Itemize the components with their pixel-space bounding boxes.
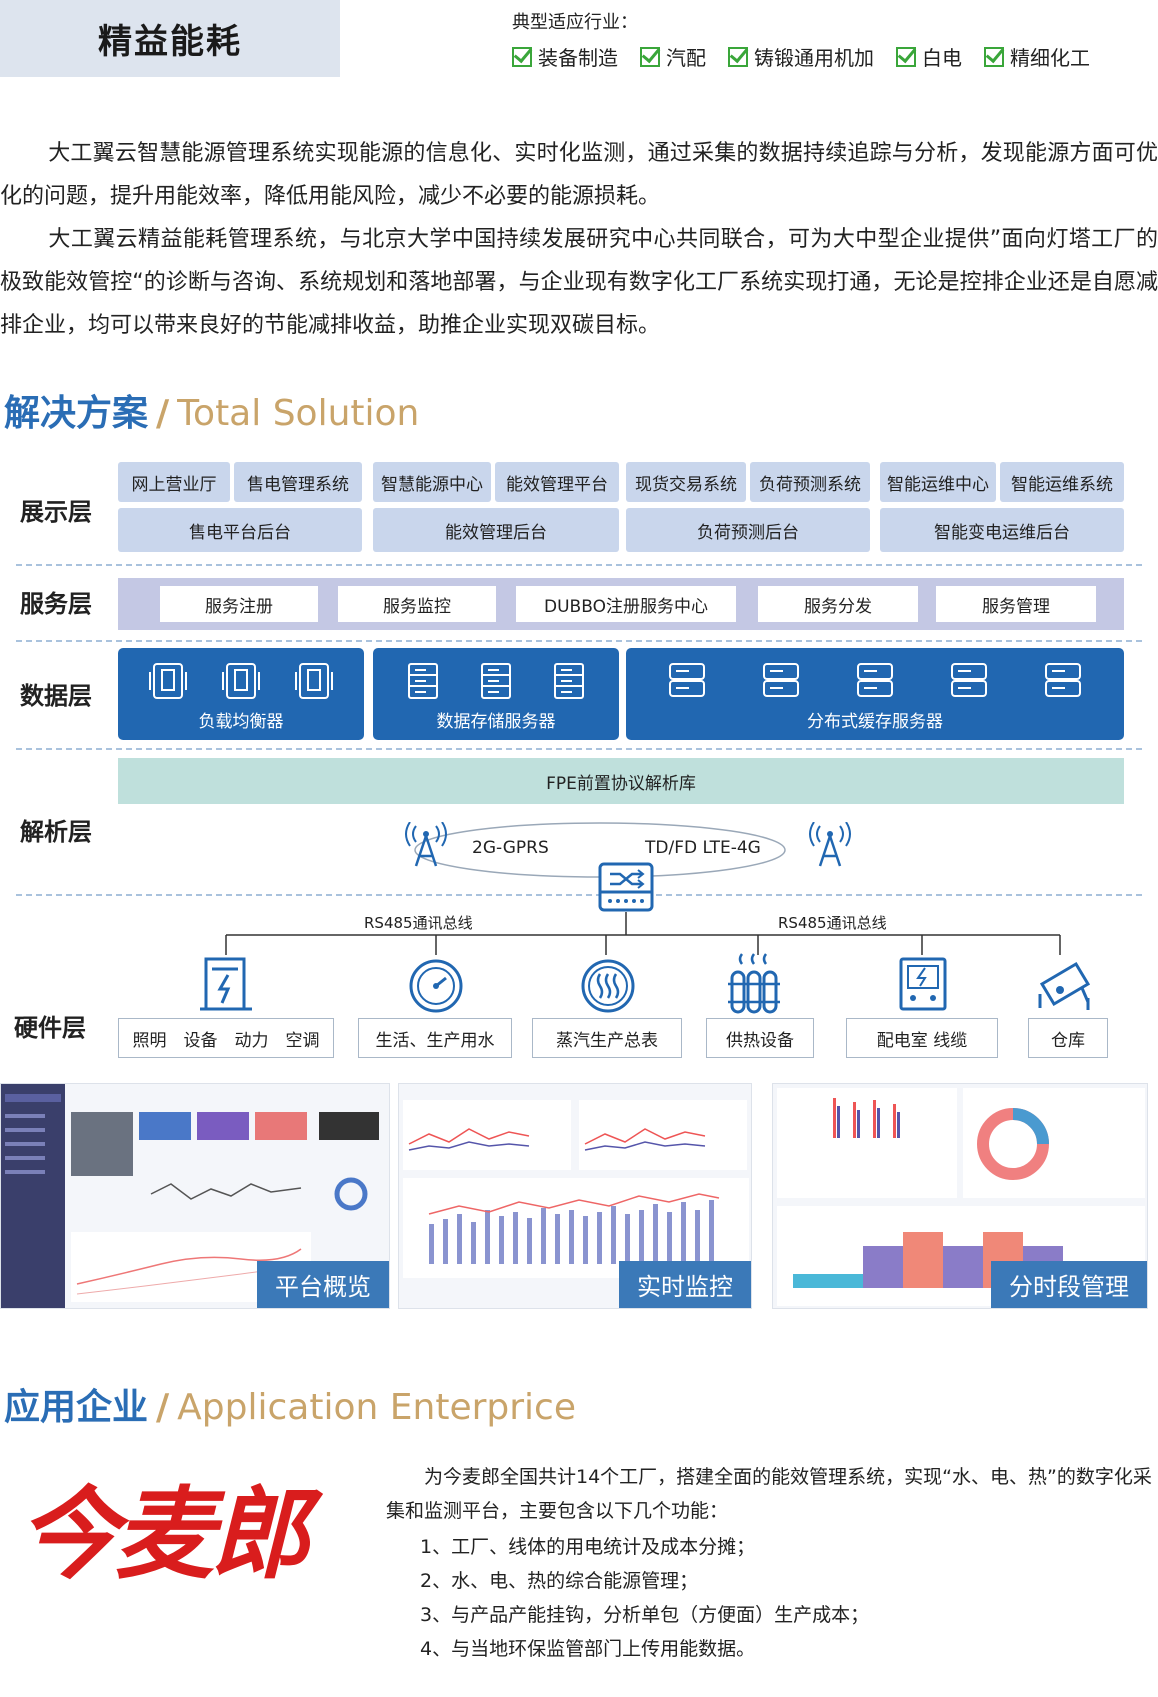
layer-label-data: 数据层 bbox=[20, 682, 92, 710]
storage-server-icon bbox=[480, 663, 511, 699]
screenshot-caption: 平台概览 bbox=[257, 1261, 389, 1308]
display-item: 售电管理系统 bbox=[234, 462, 362, 502]
load-balancer-icon bbox=[294, 663, 333, 699]
bus-label: RS485通讯总线 bbox=[364, 914, 473, 932]
service-item: 服务管理 bbox=[936, 586, 1096, 622]
hardware-item: 供热设备 bbox=[706, 1018, 814, 1058]
enterprise-item: 4、与当地环保监管部门上传用能数据。 bbox=[420, 1638, 756, 1660]
intro-paragraph-2: 大工翼云精益能耗管理系统，与北京大学中国持续发展研究中心共同联合，可为大中型企业… bbox=[0, 227, 1158, 338]
check-icon bbox=[728, 46, 748, 67]
display-item: 能效管理平台 bbox=[495, 462, 619, 502]
divider bbox=[16, 894, 1142, 896]
network-label-2g: 2G-GPRS bbox=[472, 838, 549, 858]
service-item: 服务注册 bbox=[160, 586, 318, 622]
hardware-item: 配电室 线缆 bbox=[846, 1018, 998, 1058]
enterprise-item: 1、工厂、线体的用电统计及成本分摊； bbox=[420, 1536, 756, 1558]
divider bbox=[16, 564, 1142, 566]
page-title-box: 精益能耗 bbox=[0, 0, 340, 77]
cache-server-icon bbox=[951, 663, 987, 697]
industry-item: 精细化工 bbox=[984, 42, 1090, 71]
enterprise-heading: 应用企业/Application Enterprice bbox=[4, 1387, 576, 1428]
switch-icon bbox=[598, 862, 654, 912]
check-icon bbox=[512, 46, 532, 67]
service-item: 服务监控 bbox=[338, 586, 496, 622]
cache-server-icon bbox=[669, 663, 705, 697]
monitor-thumbnail bbox=[403, 1100, 749, 1278]
enterprise-item: 2、水、电、热的综合能源管理； bbox=[420, 1570, 699, 1592]
check-icon bbox=[640, 46, 660, 67]
load-balancer-box: 负载均衡器 bbox=[118, 648, 364, 740]
screenshot-time-period: 分时段管理 bbox=[772, 1083, 1148, 1309]
display-item: 网上营业厅 bbox=[118, 462, 230, 502]
antenna-icon bbox=[809, 822, 851, 867]
industry-label: 典型适应行业： bbox=[512, 12, 638, 33]
cache-server-icon bbox=[763, 663, 799, 697]
steam-meter-icon bbox=[581, 959, 635, 1013]
charger-icon bbox=[200, 957, 252, 1011]
intro-paragraph-1: 大工翼云智慧能源管理系统实现能源的信息化、实时化监测，通过采集的数据持续追踪与分… bbox=[0, 141, 1158, 209]
cache-server-box: 分布式缓存服务器 bbox=[626, 648, 1124, 740]
bus-label: RS485通讯总线 bbox=[778, 914, 887, 932]
cache-server-icon bbox=[1045, 663, 1081, 697]
layer-label-parse: 解析层 bbox=[20, 818, 92, 846]
display-backend: 智能变电运维后台 bbox=[880, 508, 1124, 552]
solution-heading: 解决方案/Total Solution bbox=[4, 393, 420, 434]
cache-server-icon bbox=[857, 663, 893, 697]
display-item: 智能运维中心 bbox=[880, 462, 996, 502]
layer-label-hardware: 硬件层 bbox=[14, 1014, 86, 1042]
storage-server-icon bbox=[553, 663, 584, 699]
screenshot-caption: 实时监控 bbox=[619, 1261, 751, 1308]
hardware-item: 蒸汽生产总表 bbox=[532, 1018, 682, 1058]
data-box-label: 负载均衡器 bbox=[198, 712, 284, 732]
enterprise-item: 3、与产品产能挂钩，分析单包（方便面）生产成本； bbox=[420, 1604, 870, 1626]
company-logo: 今麦郎 bbox=[18, 1475, 310, 1593]
network-label-4g: TD/FD LTE-4G bbox=[645, 838, 761, 858]
industry-list: 装备制造 汽配 铸锻通用机加 白电 精细化工 bbox=[512, 42, 1090, 71]
time-period-thumbnail bbox=[777, 1088, 1145, 1306]
heater-icon bbox=[728, 953, 780, 1014]
industry-item: 装备制造 bbox=[512, 42, 618, 71]
display-item: 现货交易系统 bbox=[626, 462, 746, 502]
screenshot-platform-overview: 平台概览 bbox=[0, 1083, 390, 1309]
check-icon bbox=[984, 46, 1004, 67]
power-cabinet-icon bbox=[899, 957, 947, 1011]
hardware-item: 仓库 bbox=[1028, 1018, 1108, 1058]
check-icon bbox=[896, 46, 916, 67]
display-backend: 负荷预测后台 bbox=[626, 508, 870, 552]
industry-item: 汽配 bbox=[640, 42, 706, 71]
screenshot-realtime-monitor: 实时监控 bbox=[398, 1083, 752, 1309]
divider bbox=[16, 748, 1142, 750]
display-item: 智慧能源中心 bbox=[373, 462, 491, 502]
dashboard-thumbnail bbox=[1, 1084, 379, 1308]
storage-server-icon bbox=[408, 663, 439, 699]
screenshot-caption: 分时段管理 bbox=[991, 1261, 1147, 1308]
load-balancer-icon bbox=[221, 663, 260, 699]
camera-icon bbox=[1038, 961, 1091, 1010]
antenna-icon bbox=[405, 822, 447, 867]
storage-server-box: 数据存储服务器 bbox=[373, 648, 619, 740]
divider bbox=[16, 640, 1142, 642]
page-title: 精益能耗 bbox=[98, 22, 242, 62]
layer-label-display: 展示层 bbox=[20, 498, 92, 526]
display-item: 负荷预测系统 bbox=[750, 462, 870, 502]
display-backend: 能效管理后台 bbox=[373, 508, 619, 552]
enterprise-intro: 为今麦郎全国共计14个工厂，搭建全面的能效管理系统，实现“水、电、热”的数字化采… bbox=[386, 1466, 1152, 1522]
service-item: 服务分发 bbox=[758, 586, 918, 622]
bus-lines bbox=[225, 912, 1061, 955]
water-meter-icon bbox=[409, 959, 463, 1013]
service-item: DUBBO注册服务中心 bbox=[516, 586, 736, 622]
hardware-item: 照明 设备 动力 空调 bbox=[118, 1018, 334, 1058]
industry-item: 铸锻通用机加 bbox=[728, 42, 874, 71]
fpe-library: FPE前置协议解析库 bbox=[118, 758, 1124, 804]
industry-item: 白电 bbox=[896, 42, 962, 71]
display-item: 智能运维系统 bbox=[1000, 462, 1124, 502]
data-box-label: 数据存储服务器 bbox=[436, 712, 556, 732]
data-box-label: 分布式缓存服务器 bbox=[807, 712, 943, 732]
load-balancer-icon bbox=[149, 663, 188, 699]
hardware-item: 生活、生产用水 bbox=[358, 1018, 512, 1058]
display-backend: 售电平台后台 bbox=[118, 508, 362, 552]
layer-label-service: 服务层 bbox=[20, 590, 92, 618]
